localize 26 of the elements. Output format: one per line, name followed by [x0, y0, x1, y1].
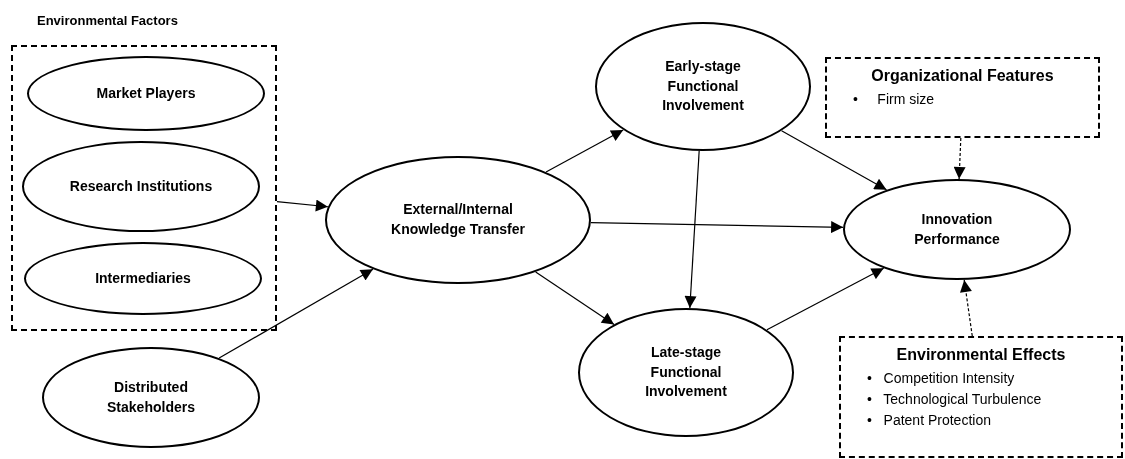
- node-label: External/Internal Knowledge Transfer: [390, 200, 526, 239]
- node-label: Research Institutions: [68, 176, 214, 196]
- node-label: Early-stage Functional Involvement: [661, 57, 745, 116]
- node-label: Innovation Performance: [913, 209, 1001, 249]
- arrow: [545, 129, 624, 173]
- bullet-item: • Competition Intensity: [867, 369, 1016, 388]
- bullet-item: • Firm size: [853, 90, 936, 109]
- arrow: [766, 267, 885, 331]
- node-label: Late-stage Functional Involvement: [644, 343, 728, 402]
- arrow: [218, 268, 374, 359]
- factor-box: [825, 57, 1100, 138]
- arrow: [590, 221, 844, 234]
- group-heading: Environmental Factors: [37, 13, 178, 28]
- bullet-item: • Technological Turbulence: [867, 390, 1043, 409]
- bullet-item: • Patent Protection: [867, 411, 992, 430]
- arrow: [953, 137, 966, 180]
- box-heading: Organizational Features: [870, 67, 1055, 85]
- arrow: [535, 271, 615, 325]
- node-label: Intermediaries: [94, 268, 192, 288]
- box-heading: Environmental Effects: [895, 346, 1067, 364]
- arrow: [781, 130, 888, 191]
- node-label: Market Players: [95, 83, 197, 103]
- factor-box: [839, 336, 1123, 458]
- arrow: [684, 150, 700, 309]
- arrow: [960, 279, 973, 337]
- node-label: Distributed Stakeholders: [106, 377, 196, 417]
